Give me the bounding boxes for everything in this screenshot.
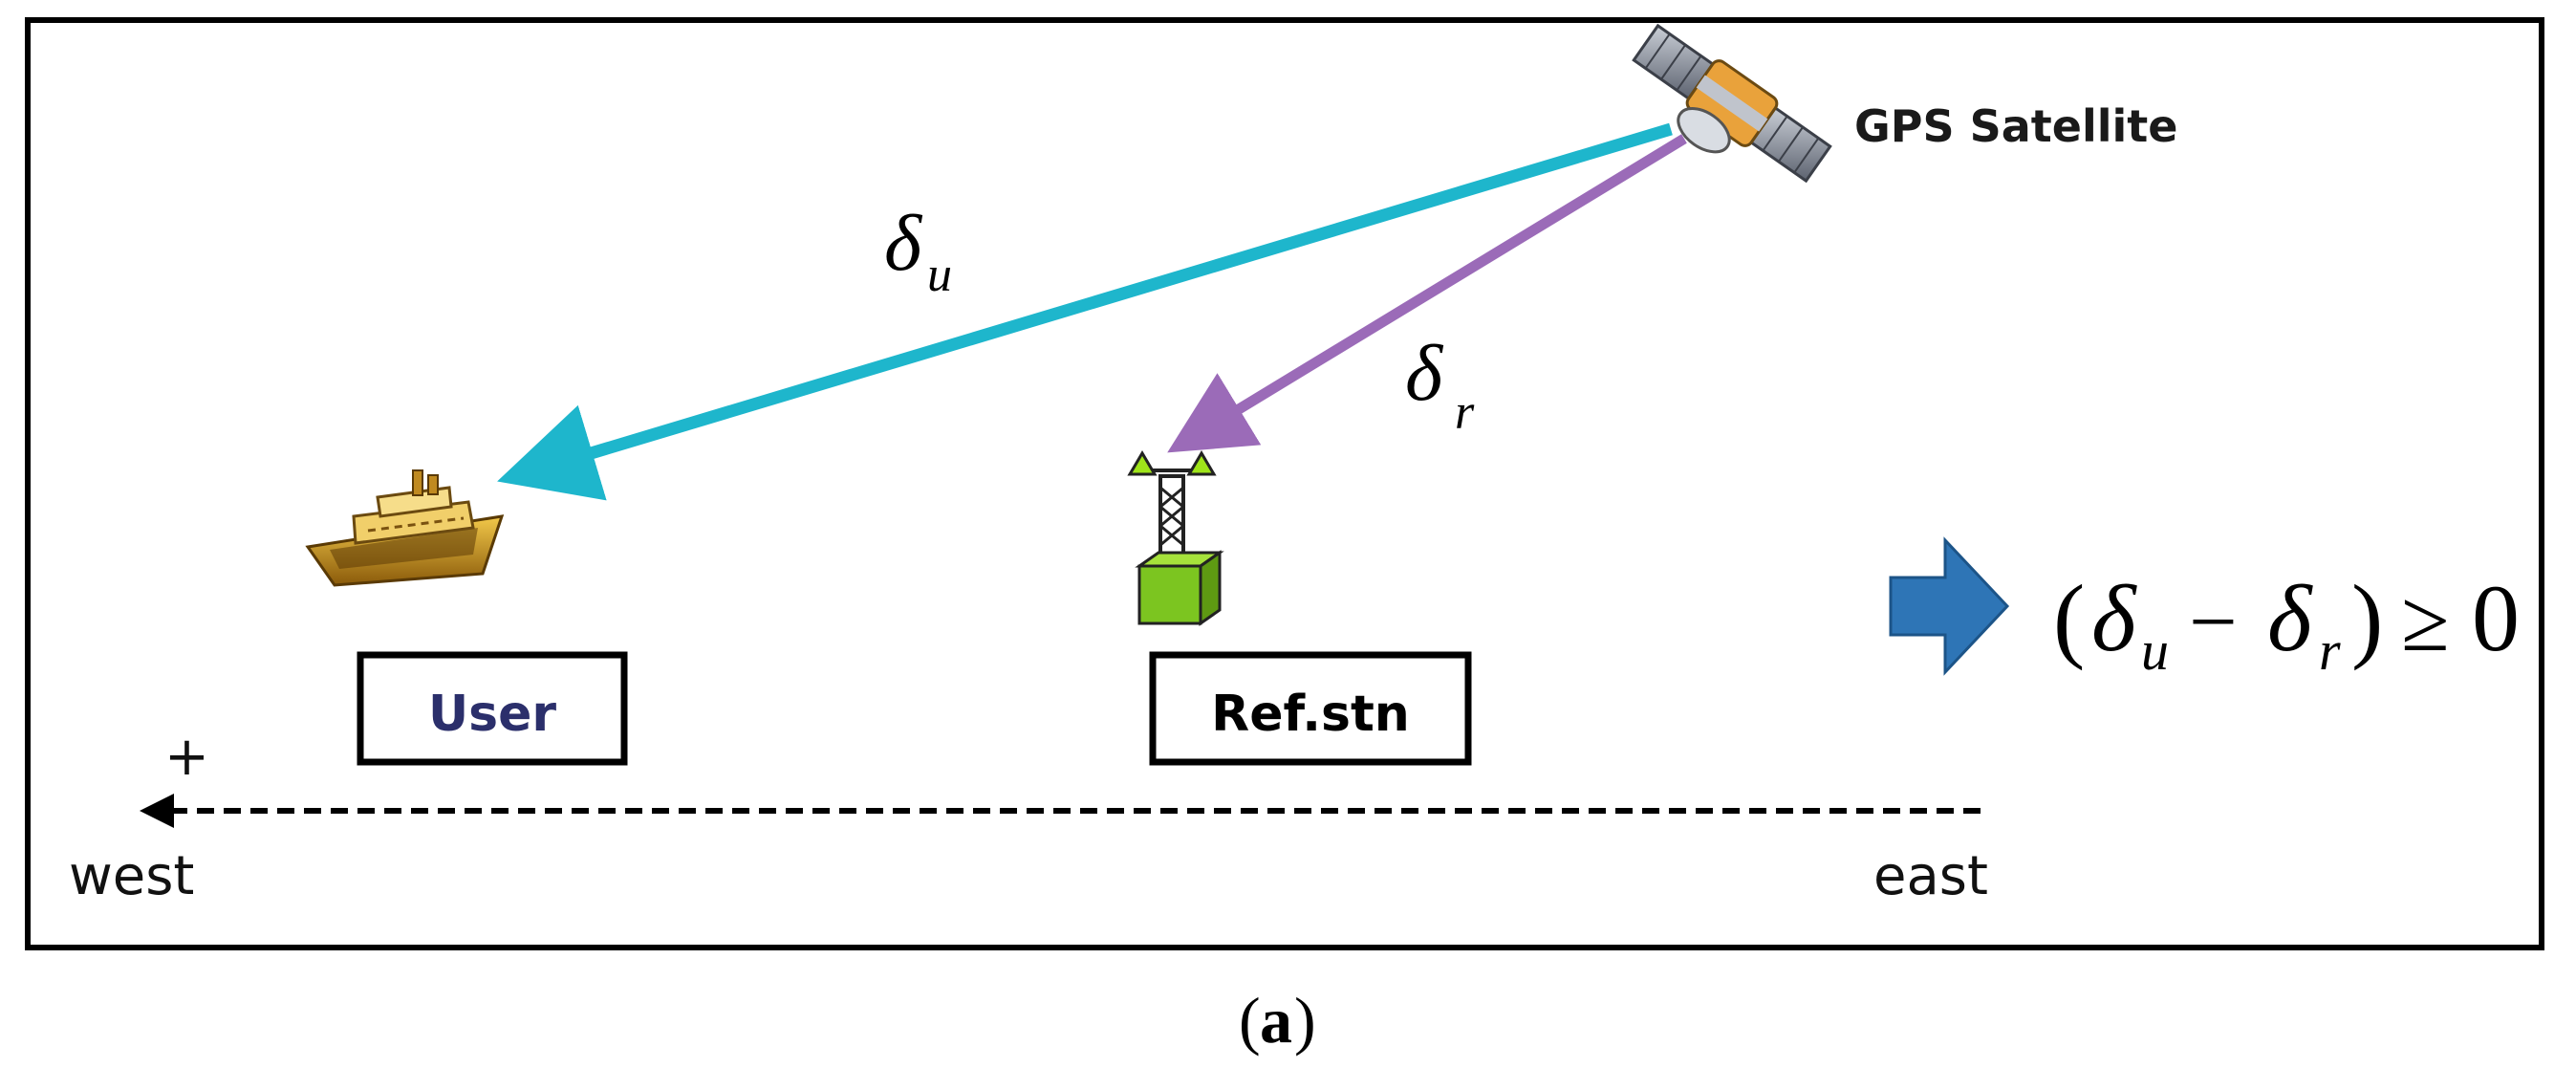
svg-text:): ) bbox=[1294, 984, 1316, 1057]
ship-icon bbox=[305, 469, 505, 587]
user-label: User bbox=[428, 686, 556, 743]
reference-station-label-box bbox=[1149, 651, 1472, 766]
user-signal-path bbox=[497, 122, 1673, 501]
ref-delta-symbol: δ bbox=[1405, 329, 1444, 418]
svg-text:δ: δ bbox=[2267, 565, 2313, 671]
svg-text:a: a bbox=[1260, 984, 1292, 1057]
svg-text:(: ( bbox=[1239, 984, 1261, 1057]
user-delta-subscript: u bbox=[927, 248, 952, 302]
result-formula: ( δ u − δ r ) ≥ 0 bbox=[2053, 565, 2520, 682]
svg-text:): ) bbox=[2351, 565, 2383, 671]
west-label: west bbox=[69, 845, 194, 907]
ref-delta-subscript: r bbox=[1455, 385, 1475, 440]
reference-station-label: Ref.stn bbox=[1211, 686, 1410, 743]
svg-text:u: u bbox=[2141, 620, 2169, 682]
east-label: east bbox=[1873, 845, 1988, 907]
svg-text:≥: ≥ bbox=[2401, 572, 2450, 669]
user-delta-symbol: δ bbox=[884, 199, 923, 288]
antenna-tower-icon bbox=[1127, 450, 1224, 626]
svg-text:r: r bbox=[2319, 620, 2341, 682]
svg-text:(: ( bbox=[2053, 565, 2085, 671]
user-label-box bbox=[357, 651, 628, 766]
svg-text:δ: δ bbox=[2091, 565, 2137, 671]
svg-text:0: 0 bbox=[2472, 565, 2520, 671]
positive-direction-marker: + bbox=[164, 726, 209, 788]
svg-text:−: − bbox=[2189, 575, 2238, 669]
result-arrow-icon bbox=[1889, 536, 2010, 676]
satellite-icon bbox=[1632, 23, 1832, 184]
figure-caption: ( a ) bbox=[1239, 984, 1316, 1057]
reference-signal-path bbox=[1167, 134, 1687, 453]
satellite-label: GPS Satellite bbox=[1854, 100, 2177, 152]
diagram-frame bbox=[25, 17, 2544, 950]
